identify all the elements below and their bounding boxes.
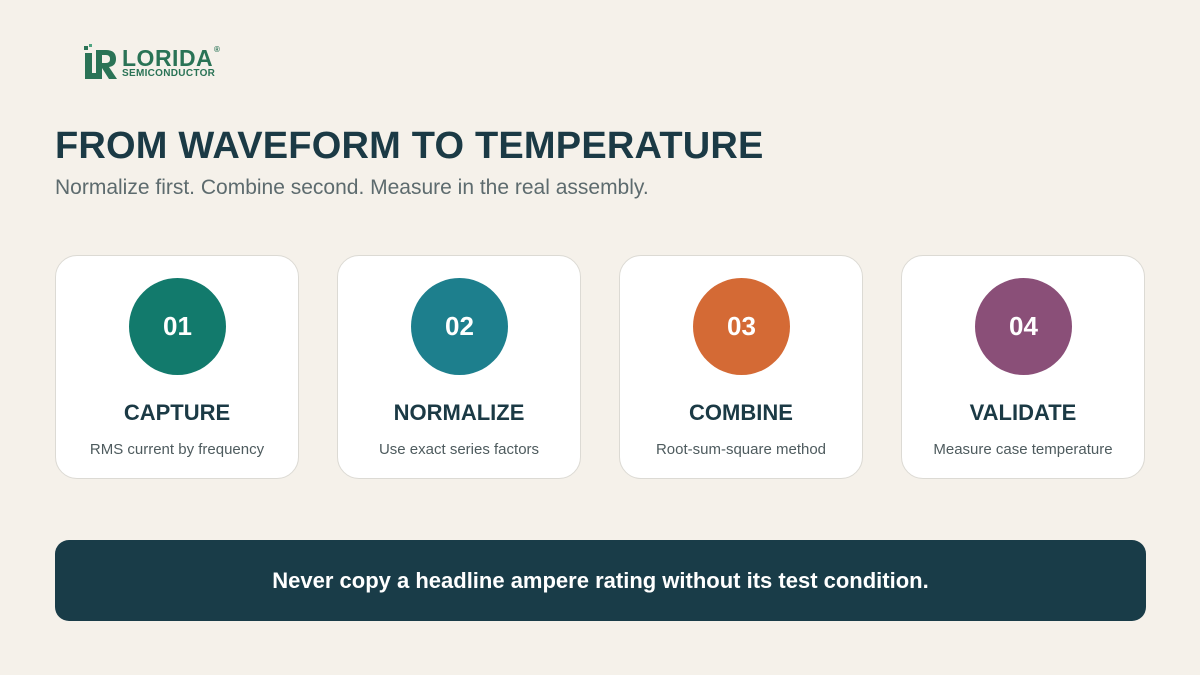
- page-subtitle: Normalize first. Combine second. Measure…: [55, 176, 649, 199]
- step-number-badge: 04: [975, 278, 1072, 375]
- page-title: FROM WAVEFORM TO TEMPERATURE: [55, 125, 764, 167]
- step-description: Use exact series factors: [378, 441, 540, 458]
- callout-banner: Never copy a headline ampere rating with…: [55, 540, 1146, 621]
- step-card-combine: 03 COMBINE Root-sum-square method: [619, 255, 863, 479]
- step-card-capture: 01 CAPTURE RMS current by frequency: [55, 255, 299, 479]
- step-description: Root-sum-square method: [655, 441, 827, 458]
- steps-row: 01 CAPTURE RMS current by frequency 02 N…: [55, 255, 1147, 481]
- logo-mark-icon: [84, 44, 117, 79]
- logo-registered-mark: ®: [214, 45, 220, 54]
- step-number-badge: 01: [129, 278, 226, 375]
- step-title: COMBINE: [689, 400, 793, 425]
- step-description: RMS current by frequency: [89, 441, 265, 458]
- logo-wordmark: LORIDA: [122, 45, 214, 71]
- step-description: Measure case temperature: [933, 441, 1113, 458]
- step-title: CAPTURE: [123, 400, 231, 425]
- step-number-badge: 03: [693, 278, 790, 375]
- step-number-badge: 02: [411, 278, 508, 375]
- step-title: NORMALIZE: [393, 400, 525, 425]
- step-card-normalize: 02 NORMALIZE Use exact series factors: [337, 255, 581, 479]
- company-logo: LORIDA ® SEMICONDUCTOR: [84, 44, 224, 84]
- step-card-validate: 04 VALIDATE Measure case temperature: [901, 255, 1145, 479]
- step-title: VALIDATE: [969, 400, 1077, 425]
- logo-subtitle: SEMICONDUCTOR: [122, 68, 216, 79]
